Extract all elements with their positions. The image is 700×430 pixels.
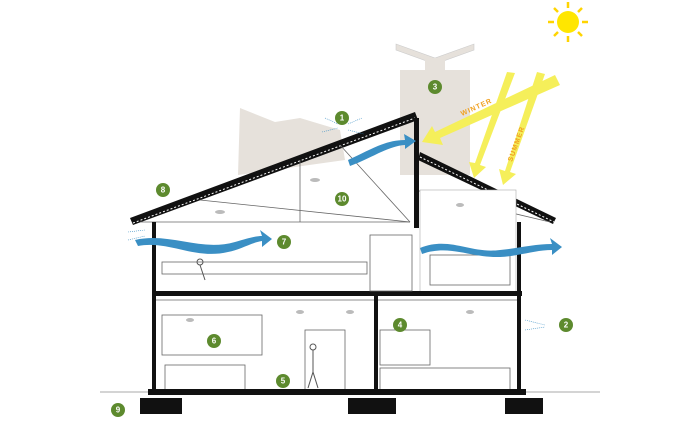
footing-center	[348, 398, 396, 414]
interior-partition	[374, 296, 378, 391]
chimney-neck	[425, 58, 445, 72]
air-flow-arrows	[135, 134, 562, 258]
air-flow-arrow-ground	[135, 230, 272, 254]
left-wall-upper	[152, 222, 156, 292]
svg-text:3: 3	[433, 83, 438, 92]
svg-text:7: 7	[282, 238, 287, 247]
right-wall-upper	[517, 222, 521, 292]
summer-ray-label: SUMMER	[507, 125, 526, 162]
svg-text:8: 8	[161, 186, 166, 195]
callout-3: 3	[428, 80, 442, 94]
svg-text:4: 4	[398, 321, 403, 330]
right-wall-lower	[517, 296, 521, 391]
callout-9: 9	[111, 403, 125, 417]
left-roof	[130, 112, 418, 225]
back-roof-mass	[238, 108, 345, 175]
air-flow-arrow-right	[420, 238, 562, 258]
callout-4: 4	[393, 318, 407, 332]
callout-7: 7	[277, 235, 291, 249]
footing-right	[505, 398, 543, 414]
callout-8: 8	[156, 183, 170, 197]
second-floor-slab	[152, 291, 522, 296]
svg-text:5: 5	[281, 377, 286, 386]
svg-text:9: 9	[116, 406, 121, 415]
house-section	[100, 112, 600, 414]
callout-5: 5	[276, 374, 290, 388]
callout-10: 10	[335, 192, 349, 206]
air-flow-arrow-roof	[348, 134, 416, 166]
svg-text:1: 1	[340, 114, 345, 123]
roof-vent-lines	[127, 117, 546, 331]
footing-left	[140, 398, 182, 414]
svg-text:10: 10	[338, 195, 347, 204]
callout-1: 1	[335, 111, 349, 125]
callout-6: 6	[207, 334, 221, 348]
center-wall	[414, 118, 419, 228]
sun-icon	[548, 2, 588, 42]
callout-2: 2	[559, 318, 573, 332]
svg-text:6: 6	[212, 337, 217, 346]
person-figure	[196, 258, 319, 389]
svg-text:2: 2	[564, 321, 569, 330]
left-wall-lower	[152, 296, 156, 391]
ground-floor-slab	[148, 389, 526, 395]
summer-sun-ray-1	[469, 72, 515, 178]
